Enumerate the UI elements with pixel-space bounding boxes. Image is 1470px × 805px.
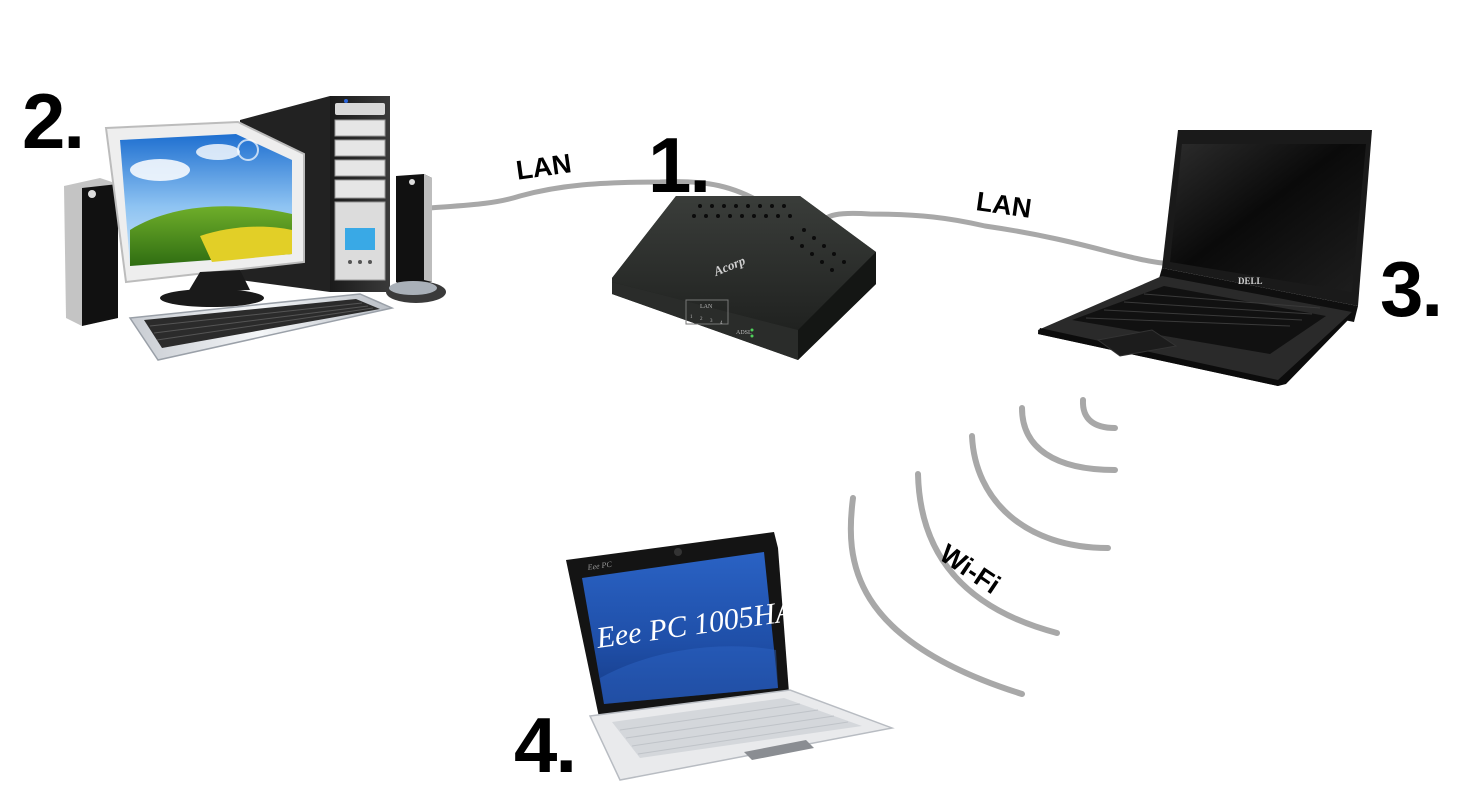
router-port-2: 2 bbox=[700, 317, 703, 322]
dell-keyboard bbox=[1085, 293, 1321, 327]
dell-touchpad bbox=[1096, 329, 1178, 357]
desktop-pc bbox=[64, 96, 446, 361]
node-number-desktop: 2. bbox=[22, 77, 85, 165]
router-adsl-label: ADSL bbox=[736, 330, 752, 336]
router-port-4: 4 bbox=[720, 321, 723, 326]
keyboard bbox=[128, 293, 395, 361]
router-lan-label: LAN bbox=[700, 304, 713, 310]
wifi-signal-arcs bbox=[847, 397, 1118, 697]
lan-cable-router-laptop bbox=[815, 210, 1166, 266]
monitor bbox=[104, 120, 305, 307]
eee-netbook: Eee PC 1005HA Eee PC bbox=[566, 532, 895, 781]
node-number-dell-laptop: 3. bbox=[1380, 245, 1443, 333]
node-number-netbook: 4. bbox=[514, 701, 577, 789]
mouse bbox=[386, 281, 446, 303]
netbook-keyboard bbox=[619, 703, 849, 755]
netbook-touchpad-button bbox=[744, 740, 814, 760]
router: Acorp LAN 1 2 3 4 ADSL bbox=[612, 196, 876, 360]
dell-laptop: DELL bbox=[1038, 130, 1372, 386]
dell-logo: DELL bbox=[1238, 276, 1263, 286]
right-speaker bbox=[396, 174, 432, 286]
lan-cable-desktop-router bbox=[427, 179, 773, 211]
netbook-lid-text: Eee PC bbox=[586, 560, 613, 573]
router-port-1: 1 bbox=[690, 315, 693, 320]
left-speaker bbox=[64, 178, 118, 326]
router-port-3: 3 bbox=[710, 319, 713, 324]
node-number-router: 1. bbox=[648, 121, 711, 209]
router-vents bbox=[692, 204, 846, 272]
